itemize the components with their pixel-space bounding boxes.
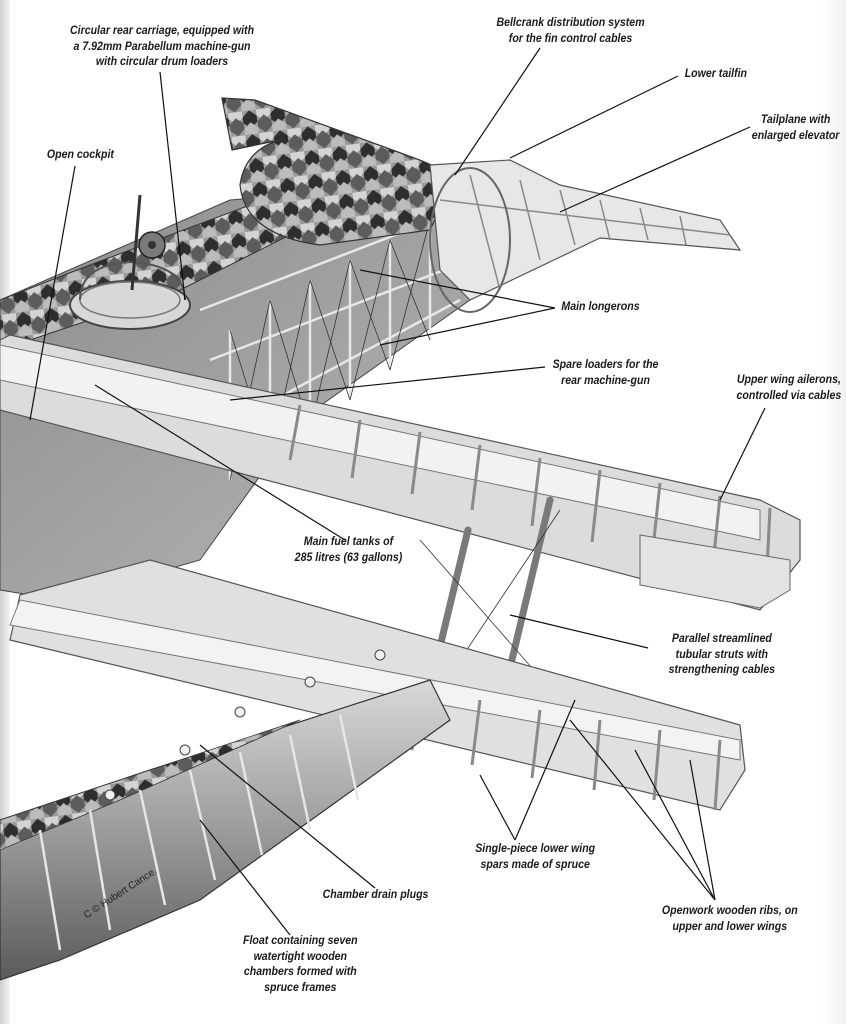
callout-line: Circular rear carriage, equipped with — [70, 25, 255, 37]
callout-line: chambers formed with — [243, 966, 357, 978]
rear-gun-ring — [69, 194, 191, 330]
callout-line: for the fin control cables — [508, 32, 633, 45]
callout-line: upper and lower wings — [672, 920, 788, 933]
callout-struts: Parallel streamlined tubular struts with… — [669, 632, 775, 679]
callout-line: Parallel streamlined — [671, 633, 772, 645]
callout-bellcrank: Bellcrank distribution system for the fi… — [496, 16, 644, 47]
page-edge-shade — [820, 0, 846, 1024]
callout-line: Main fuel tanks of — [303, 536, 394, 548]
callout-upper-ailerons: Upper wing ailerons, controlled via cabl… — [737, 373, 842, 404]
lower-tailfin — [429, 167, 511, 313]
callout-rear-carriage: Circular rear carriage, equipped with a … — [70, 24, 254, 71]
callout-line: spars made of spruce — [480, 858, 590, 871]
callout-line: Bellcrank distribution system — [496, 17, 645, 29]
callout-wooden-ribs: Openwork wooden ribs, on upper and lower… — [662, 904, 798, 935]
callout-line: spruce frames — [264, 981, 337, 994]
upper-wing-aileron — [639, 534, 791, 609]
callout-line: strengthening cables — [668, 664, 776, 676]
callout-line: Spare loaders for the — [552, 359, 659, 371]
callout-line: Upper wing ailerons, — [736, 374, 841, 386]
drain-plug-markers — [104, 649, 386, 801]
callout-line: Tailplane with — [760, 114, 831, 126]
float-frames — [38, 714, 360, 951]
upper-wing — [0, 334, 801, 611]
callout-fuel-tanks: Main fuel tanks of 285 litres (63 gallon… — [295, 535, 403, 566]
callout-line: with circular drum loaders — [95, 56, 229, 68]
callout-line: Main longerons — [561, 301, 640, 313]
callout-float: Float containing seven watertight wooden… — [243, 934, 358, 996]
callout-line: Single-piece lower wing — [475, 843, 596, 855]
callout-line: Openwork wooden ribs, on — [661, 905, 798, 917]
callout-spare-loaders: Spare loaders for the rear machine-gun — [553, 358, 659, 389]
float — [0, 649, 451, 981]
callout-tailplane: Tailplane with enlarged elevator — [752, 113, 840, 144]
callout-line: 285 litres (63 gallons) — [294, 551, 403, 564]
callout-open-cockpit: Open cockpit — [47, 148, 114, 164]
callout-line: enlarged elevator — [751, 129, 840, 142]
callout-drain-plugs: Chamber drain plugs — [323, 888, 429, 904]
tailplane — [429, 159, 742, 313]
callout-line: controlled via cables — [736, 389, 842, 402]
callout-line: tubular struts with — [675, 648, 768, 661]
callout-main-longerons: Main longerons — [561, 300, 639, 316]
callout-line: Chamber drain plugs — [322, 889, 429, 901]
callout-line: watertight wooden — [253, 950, 348, 963]
leader-lines — [29, 47, 766, 936]
callout-line: rear machine-gun — [561, 374, 650, 387]
callout-line: Open cockpit — [46, 149, 114, 161]
callout-lower-spars: Single-piece lower wing spars made of sp… — [475, 842, 595, 873]
callout-lower-tailfin: Lower tailfin — [685, 67, 747, 83]
callout-line: Lower tailfin — [684, 68, 748, 80]
upper-wing-ribs — [288, 404, 772, 591]
upper-tailfin — [221, 97, 456, 246]
callout-line: Float containing seven — [242, 935, 358, 947]
callout-line: a 7.92mm Parabellum machine-gun — [73, 40, 251, 53]
